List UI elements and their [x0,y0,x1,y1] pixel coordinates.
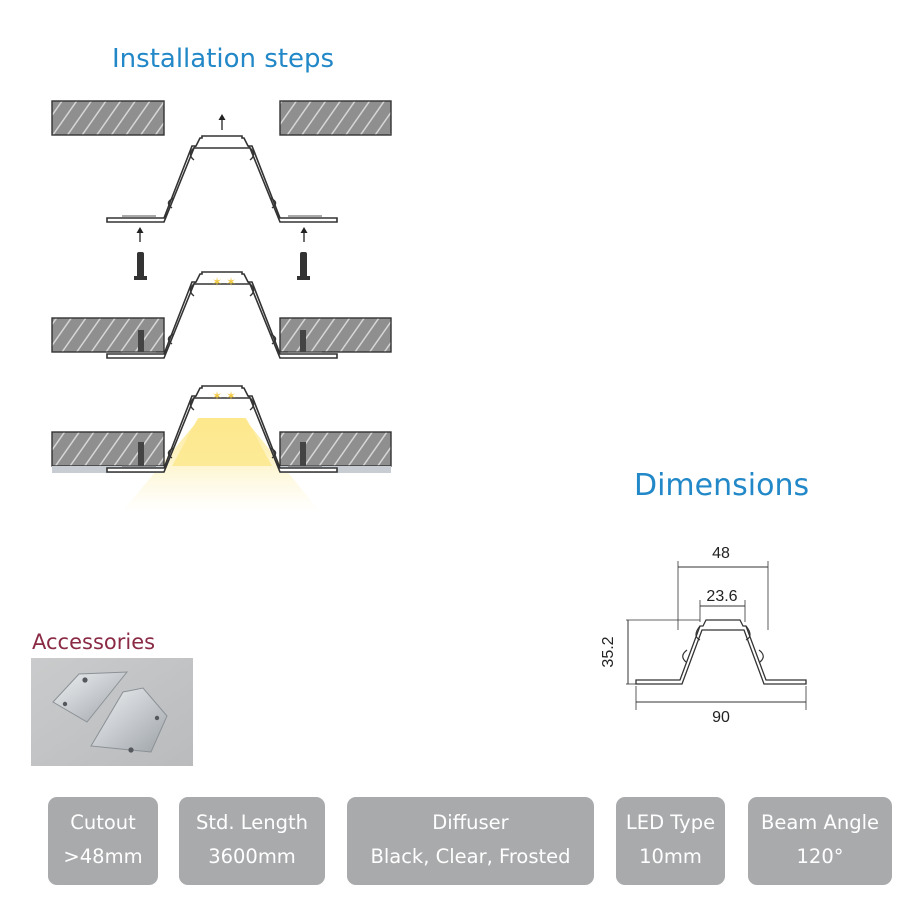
svg-text:✶: ✶ [212,389,222,403]
spec-beam-angle: Beam Angle 120° [748,797,892,885]
spec-label: LED Type [625,811,716,834]
step-1 [51,100,392,280]
spec-label: Cutout [70,811,136,834]
svg-text:✶: ✶ [212,275,222,289]
svg-text:✶: ✶ [226,275,236,289]
spec-value: 120° [796,845,844,868]
spec-cutout: Cutout >48mm [48,797,158,885]
installation-steps-title: Installation steps [112,44,335,74]
spec-value: >48mm [63,845,143,868]
spec-label: Std. Length [195,811,309,834]
dim-total-width: 90 [712,709,730,726]
spec-label: Diffuser [432,811,509,834]
step-3: ✶ ✶ [51,385,392,512]
installation-steps-diagram: ✶ ✶ ✶ ✶ [51,100,392,512]
dim-height: 35.2 [600,636,617,667]
accessories-endcaps-photo [31,658,193,766]
spec-value: Black, Clear, Frosted [370,845,571,868]
dim-diffuser-width: 23.6 [706,588,737,605]
dim-top-width: 48 [712,545,730,562]
spec-value: 3600mm [208,845,296,868]
accessories-title: Accessories [32,630,156,654]
step-2: ✶ ✶ [51,271,392,359]
spec-label: Beam Angle [760,811,879,834]
spec-diffuser: Diffuser Black, Clear, Frosted [347,797,594,885]
spec-led-type: LED Type 10mm [616,797,725,885]
spec-value: 10mm [639,845,702,868]
dimensions-title: Dimensions [634,468,810,503]
dimensions-drawing: 48 23.6 35.2 90 [600,545,807,726]
spec-std-length: Std. Length 3600mm [179,797,325,885]
svg-text:✶: ✶ [226,389,236,403]
